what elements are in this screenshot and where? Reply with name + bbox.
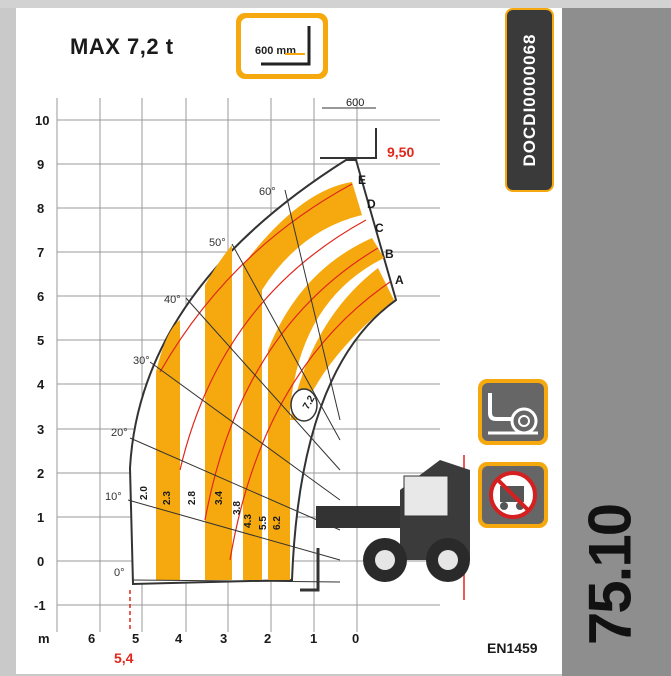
x-tick: m xyxy=(38,631,50,646)
x-tick: 0 xyxy=(352,631,359,646)
y-tick: 4 xyxy=(37,377,45,392)
standard-label: EN1459 xyxy=(487,640,538,656)
angle-label: 30° xyxy=(133,355,150,367)
tile-no-outriggers xyxy=(478,462,548,528)
capacity-label: 2.8 xyxy=(187,491,198,505)
angle-label: 50° xyxy=(209,237,226,249)
angle-label: 0° xyxy=(114,567,125,579)
angle-label: 20° xyxy=(111,427,128,439)
max-reach-value: 5,4 xyxy=(114,650,134,666)
y-tick: 10 xyxy=(35,113,49,128)
no-outriggers-icon xyxy=(489,471,537,519)
top-strip xyxy=(0,0,671,8)
reach-arcs xyxy=(159,183,391,561)
capacity-label: 2.0 xyxy=(139,486,150,500)
page-title: MAX 7,2 t xyxy=(70,34,174,59)
extension-label: A xyxy=(395,273,404,287)
angle-label: 10° xyxy=(105,491,122,503)
extension-label: C xyxy=(375,221,384,235)
x-tick: 3 xyxy=(220,631,227,646)
y-tick: 2 xyxy=(37,466,44,481)
x-tick: 2 xyxy=(264,631,271,646)
capacity-bands xyxy=(156,182,394,580)
capacity-label: 6.2 xyxy=(272,516,283,530)
y-tick: 0 xyxy=(37,554,44,569)
y-tick: 8 xyxy=(37,201,44,216)
angle-label: 60° xyxy=(259,186,276,198)
x-tick: 6 xyxy=(88,631,95,646)
y-tick: 9 xyxy=(37,157,44,172)
x-tick: 5 xyxy=(132,631,139,646)
capacity-label: 3.8 xyxy=(232,501,243,515)
max-height-value: 9,50 xyxy=(387,144,414,160)
fork-head xyxy=(320,107,377,159)
capacity-label: 4.3 xyxy=(243,514,254,528)
y-tick: 5 xyxy=(37,333,44,348)
capacity-label: 3.4 xyxy=(214,491,225,505)
y-tick: -1 xyxy=(34,598,46,613)
telehandler-icon xyxy=(300,460,470,592)
extension-label: D xyxy=(367,197,376,211)
y-tick: 6 xyxy=(37,289,44,304)
tyre-stabilizer-icon xyxy=(488,393,538,435)
x-tick: 4 xyxy=(175,631,183,646)
fork-dimension: 600 xyxy=(346,97,364,109)
y-tick: 3 xyxy=(37,422,44,437)
extension-label: B xyxy=(385,247,394,261)
capacity-label: 2.3 xyxy=(162,491,173,505)
capacity-label: 5.5 xyxy=(258,516,269,530)
angle-label: 40° xyxy=(164,294,181,306)
angle-rays xyxy=(127,189,341,583)
tile-tyre-stabilizer xyxy=(478,379,548,445)
document-code-badge: DOCDI0000068 xyxy=(505,8,554,192)
x-tick: 1 xyxy=(310,631,317,646)
sidebar xyxy=(562,8,671,676)
fork-offset-icon xyxy=(261,26,311,66)
capacity-circle xyxy=(290,388,318,422)
extension-label: E xyxy=(358,173,366,187)
y-tick: 1 xyxy=(37,510,44,525)
y-tick: 7 xyxy=(37,245,44,260)
fork-badge: 600 mm xyxy=(236,13,328,79)
